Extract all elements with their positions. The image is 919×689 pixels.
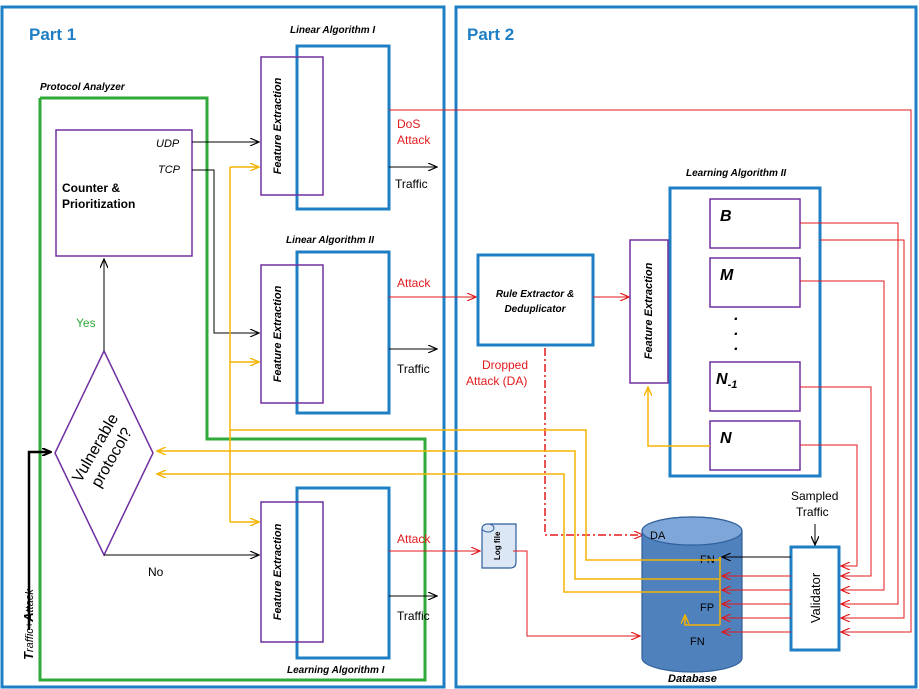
tcp-label: TCP — [158, 164, 181, 176]
node-n-1-label: N-1 — [716, 371, 737, 391]
dos-label-line2: Attack — [397, 133, 431, 147]
dos-attack-to-validator — [389, 109, 912, 632]
validator-label: Validator — [808, 572, 823, 623]
node-dot-1: · — [733, 311, 738, 328]
linear2-traffic-label: Traffic — [397, 362, 430, 376]
node-m-label: M — [720, 267, 734, 284]
database-top — [641, 516, 743, 546]
counter-label-line2: Prioritization — [62, 197, 135, 211]
linear-algorithm-2-title: Linear Algorithm II — [286, 235, 374, 246]
node-m-to-validator — [800, 280, 885, 590]
linear2-attack-to-validator — [820, 239, 905, 618]
learning1-feature-extraction-box — [260, 501, 324, 643]
node-dot-3: · — [733, 341, 738, 358]
linear-algorithm-2-box — [295, 250, 391, 415]
rule-extractor-label-line2: Deduplicator — [504, 304, 566, 315]
db-fp-to-decision-upper — [157, 451, 720, 580]
learning-algorithm-1-box — [295, 486, 391, 660]
counter-label-line1: Counter & — [62, 181, 120, 195]
node-b-to-validator — [800, 222, 899, 604]
node-m-box — [709, 257, 801, 308]
node-n-to-validator — [800, 444, 858, 566]
linear2-feature-extraction-box — [260, 264, 324, 404]
dos-label-line1: DoS — [397, 117, 420, 131]
dropped-attack-label-line1: Dropped — [482, 358, 528, 372]
rule-extractor-box — [476, 253, 595, 347]
sampled-traffic-label-line2: Traffic — [796, 505, 829, 519]
linear1-feature-extraction-box — [260, 56, 324, 196]
rule-extractor-label-line1: Rule Extractor & — [496, 289, 574, 300]
database-title: Database — [668, 673, 717, 685]
learning2-feature-extraction-label: Feature Extraction — [643, 262, 655, 359]
learning1-feature-extraction-label: Feature Extraction — [272, 523, 284, 620]
dropped-attack-label-line2: Attack (DA) — [466, 374, 527, 388]
linear1-feature-extraction-label: Feature Extraction — [272, 77, 284, 174]
part2-frame — [454, 5, 918, 689]
learning1-traffic-label: Traffic — [397, 609, 430, 623]
log-file-label: Log file — [493, 531, 502, 560]
sampled-traffic-label-line1: Sampled — [791, 489, 838, 503]
tcp-to-linear2-arrow — [192, 169, 259, 333]
db-fn-bottom-loop — [685, 615, 720, 626]
input-traffic-arrow — [27, 452, 51, 630]
learning2-feature-extraction-box — [629, 239, 669, 384]
database-fn-bottom-label: FN — [690, 636, 705, 648]
node-n-label: N — [720, 430, 732, 447]
node-b-box — [709, 198, 801, 249]
input-traffic-attack-label: Traffic+Attack — [21, 589, 36, 660]
node-dot-2: · — [733, 326, 738, 343]
database-da-label: DA — [650, 530, 666, 542]
node-n-box — [709, 420, 801, 471]
learning-algorithm-1-title: Learning Algorithm I — [287, 665, 385, 676]
learning1-attack-label: Attack — [397, 532, 431, 546]
no-label: No — [148, 565, 164, 579]
linear2-feature-extraction-label: Feature Extraction — [272, 285, 284, 382]
part1-frame — [0, 5, 446, 689]
linear-algorithm-1-box — [295, 44, 391, 211]
yes-label: Yes — [76, 316, 96, 330]
learning-algorithm-2-title: Learning Algorithm II — [686, 168, 786, 179]
linear1-traffic-label: Traffic — [395, 177, 428, 191]
protocol-analyzer-title: Protocol Analyzer — [40, 82, 126, 93]
vulnerable-protocol-decision — [54, 349, 154, 557]
node-b-label: B — [720, 208, 732, 225]
node-n-to-feature-arrow — [648, 387, 710, 447]
linear-algorithm-1-title: Linear Algorithm I — [290, 25, 375, 36]
validator-box — [789, 545, 841, 652]
part2-title: Part 2 — [467, 25, 514, 44]
node-n-1-to-validator — [800, 386, 872, 576]
log-to-database-arrow — [513, 550, 640, 636]
database-fp-label: FP — [700, 602, 714, 614]
db-fp-to-decision-lower — [157, 474, 720, 593]
part1-title: Part 1 — [29, 25, 76, 44]
counter-prioritization-box — [55, 129, 193, 257]
node-n-1-box — [709, 361, 801, 412]
dropped-attack-arrow — [544, 348, 643, 535]
protocol-analyzer-outline — [38, 96, 427, 682]
log-file-roll — [481, 523, 495, 533]
udp-label: UDP — [156, 138, 180, 150]
linear2-attack-label: Attack — [397, 276, 431, 290]
